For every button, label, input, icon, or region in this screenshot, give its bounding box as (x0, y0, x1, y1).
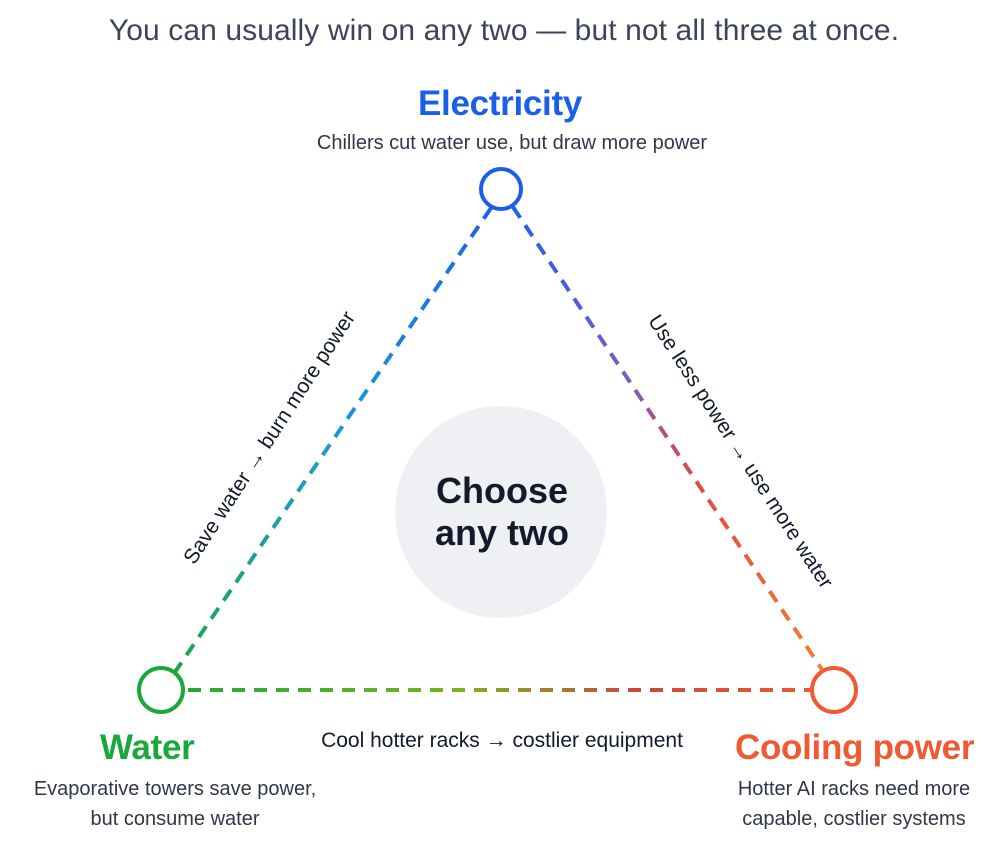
center-label-line1: Choose (435, 470, 568, 511)
subtitle: You can usually win on any two — but not… (108, 14, 900, 47)
water-node-circle (137, 666, 185, 714)
center-label-line2: any two (434, 512, 569, 553)
electricity-title: Electricity (417, 84, 582, 123)
center-disc (395, 406, 607, 618)
cooling-description-line1: Hotter AI racks need more (737, 778, 971, 800)
edge-right-line (511, 205, 825, 673)
water-description-line1: Evaporative towers save power, (33, 778, 317, 800)
cooling-description: Hotter AI racks need more capable, costl… (700, 774, 1008, 834)
electricity-description: Chillers cut water use, but draw more po… (316, 132, 708, 154)
water-title: Water (100, 728, 195, 767)
cooling-title: Cooling power (735, 728, 975, 767)
cooling-description-line2: capable, costlier systems (742, 808, 966, 830)
edge-left-line (173, 206, 493, 674)
electricity-node-circle (479, 167, 523, 211)
cooling-node-circle (810, 666, 858, 714)
water-description: Evaporative towers save power, but consu… (10, 774, 340, 834)
edge-bottom-label: Cool hotter racks → costlier equipment (321, 729, 683, 752)
center-label: Choose any two (396, 412, 608, 612)
water-description-line2: but consume water (90, 808, 260, 830)
